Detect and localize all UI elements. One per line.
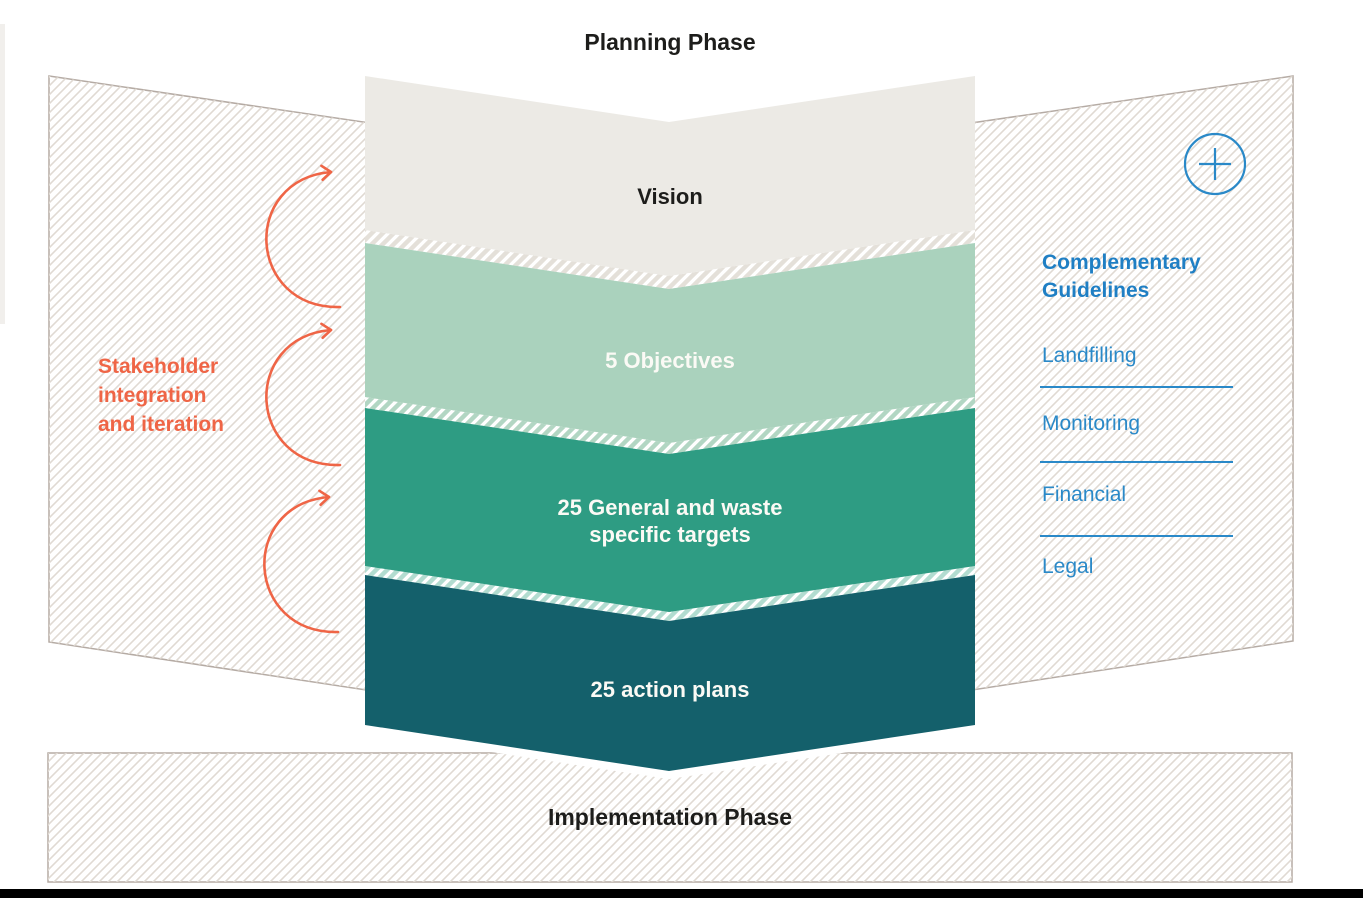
- implementation-phase-title: Implementation Phase: [547, 804, 793, 830]
- funnel-step-objectives-shape: [365, 243, 975, 443]
- guidelines-heading: Complementary Guidelines: [1042, 251, 1201, 302]
- funnel-step-targets-shape: [365, 408, 975, 612]
- screen-edge-artifact: [0, 24, 5, 324]
- funnel-step-objectives-label: 5 Objectives: [605, 348, 735, 373]
- guideline-link-monitoring[interactable]: Monitoring: [1042, 412, 1141, 435]
- funnel-step-actions-shape: [365, 575, 975, 771]
- stakeholder-note: Stakeholder integration and iteration: [98, 355, 225, 436]
- planning-phase-title: Planning Phase: [584, 29, 756, 55]
- guideline-link-landfilling[interactable]: Landfilling: [1042, 344, 1137, 367]
- funnel-gap-1: [365, 230, 975, 289]
- funnel-gap-2: [365, 397, 975, 454]
- funnel-step-targets-label: 25 General and waste specific targets: [557, 495, 783, 547]
- guideline-link-financial[interactable]: Financial: [1042, 483, 1127, 506]
- funnel-step-vision-shape: [365, 76, 975, 276]
- guideline-divider: [1040, 461, 1233, 463]
- iteration-arrow-2: [265, 322, 342, 467]
- iteration-arrows: [263, 164, 342, 634]
- bottom-black-bar: [0, 889, 1363, 898]
- iteration-arrow-1: [265, 164, 342, 309]
- plus-circle-icon[interactable]: [1183, 132, 1247, 196]
- guideline-divider: [1040, 535, 1233, 537]
- guideline-link-legal[interactable]: Legal: [1042, 555, 1094, 578]
- guideline-divider: [1040, 386, 1233, 388]
- funnel-step-actions-label: 25 action plans: [590, 677, 750, 702]
- iteration-arrow-3: [263, 489, 340, 634]
- funnel-step-vision-label: Vision: [637, 184, 703, 209]
